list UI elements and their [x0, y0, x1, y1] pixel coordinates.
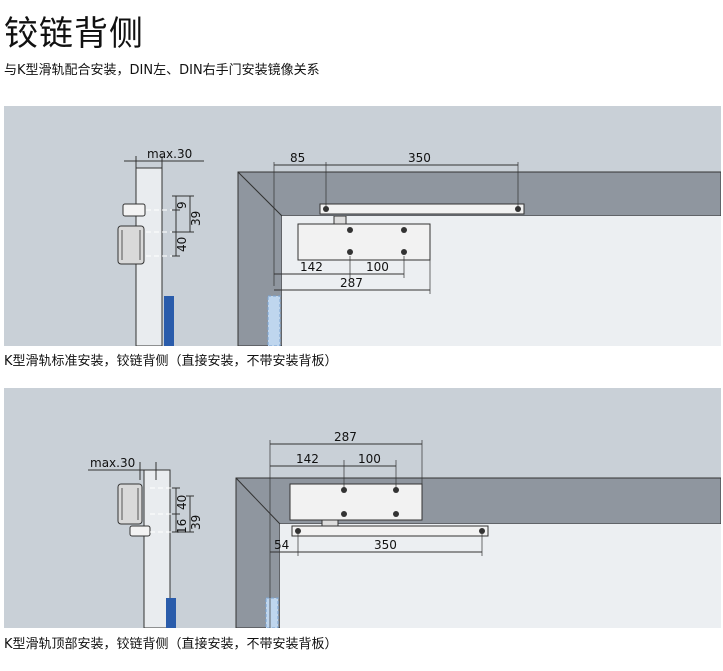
track-clip [129, 525, 151, 537]
dim-142: 142 [296, 452, 319, 466]
dim-39: 39 [189, 515, 203, 530]
closer-body-front [297, 223, 431, 261]
closer-body-side [117, 483, 143, 525]
page-title: 铰链背侧 [4, 14, 144, 54]
glass-edge [267, 295, 281, 346]
door-panel [280, 524, 721, 628]
door-leaf-side [143, 469, 171, 628]
front-view: 85 350 142 100 287 [237, 151, 721, 346]
dim-9: 9 [175, 201, 189, 209]
track-clip [122, 203, 146, 217]
side-view: max.30 40 16 39 [88, 456, 203, 628]
dim-350: 350 [374, 538, 397, 552]
dim-142: 142 [300, 260, 323, 274]
front-view: 287 142 100 54 350 [235, 430, 721, 628]
dim-85: 85 [290, 151, 305, 165]
closer-body-front [289, 483, 423, 521]
dim-40: 40 [175, 237, 189, 252]
dim-54: 54 [274, 538, 289, 552]
dim-100: 100 [358, 452, 381, 466]
dim-39: 39 [189, 211, 203, 226]
figure-caption-1: K型滑轨标准安装，铰链背侧（直接安装，不带安装背板） [4, 354, 338, 369]
page-subtitle: 与K型滑轨配合安装，DIN左、DIN右手门安装镜像关系 [4, 63, 320, 78]
dim-287: 287 [334, 430, 357, 444]
dim-100: 100 [366, 260, 389, 274]
door-seal-blue [164, 296, 174, 346]
figure-caption-2: K型滑轨顶部安装，铰链背侧（直接安装，不带安装背板） [4, 637, 338, 652]
closer-body-side [117, 225, 145, 265]
side-view: max.30 9 39 40 [117, 147, 204, 346]
figure-top-mount: max.30 40 16 39 287 142 [4, 388, 721, 628]
dim-40: 40 [175, 495, 189, 510]
dim-16: 16 [175, 519, 189, 534]
dim-287: 287 [340, 276, 363, 290]
glass-edge [265, 597, 279, 628]
slide-track [319, 203, 525, 215]
dim-max30: max.30 [147, 147, 192, 161]
door-seal-blue [166, 598, 176, 628]
dim-350: 350 [408, 151, 431, 165]
figure-standard-mount: max.30 9 39 40 85 350 [4, 106, 721, 346]
dim-max30: max.30 [90, 456, 135, 470]
slide-track [291, 525, 489, 537]
